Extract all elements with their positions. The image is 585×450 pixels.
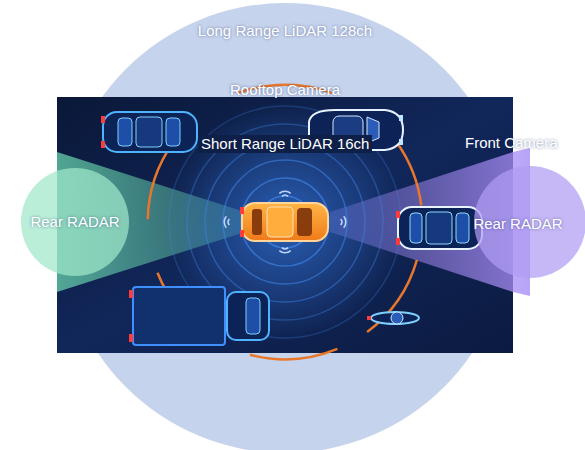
zone-fill bbox=[21, 168, 129, 276]
car bbox=[101, 112, 197, 152]
lane-arc bbox=[396, 141, 423, 205]
lidar-ring bbox=[241, 178, 329, 266]
ego-car bbox=[240, 203, 328, 241]
signal-icons bbox=[223, 190, 346, 253]
sensor-caption: Short Range LiDAR 16ch bbox=[198, 135, 372, 153]
signal-wave bbox=[279, 250, 291, 253]
truck bbox=[129, 287, 269, 345]
sensor-zone: Rear RADAR bbox=[20, 167, 130, 277]
lidar-ring bbox=[205, 142, 365, 302]
lidar-ring bbox=[223, 160, 347, 284]
signal-wave bbox=[227, 218, 230, 225]
lane-arc bbox=[250, 348, 338, 361]
motorbike bbox=[367, 312, 419, 324]
signal-wave bbox=[340, 218, 343, 225]
sensor-label: Front Camera bbox=[465, 134, 558, 152]
signal-wave bbox=[223, 216, 226, 228]
signal-wave bbox=[281, 194, 288, 197]
signal-wave bbox=[281, 247, 288, 250]
lane-arc bbox=[147, 141, 175, 219]
sensor-label: Long Range LiDAR 128ch bbox=[59, 22, 511, 40]
sensor-zone: Front CameraRear RADAR bbox=[473, 165, 585, 279]
sensor-label: Rear RADAR bbox=[20, 213, 130, 231]
sensor-label: Rear RADAR bbox=[461, 215, 575, 233]
sensor-caption: Rooftop Camera bbox=[227, 81, 343, 99]
signal-wave bbox=[279, 190, 291, 193]
signal-wave bbox=[343, 216, 346, 228]
lane-arc bbox=[366, 259, 418, 332]
car bbox=[396, 207, 482, 249]
